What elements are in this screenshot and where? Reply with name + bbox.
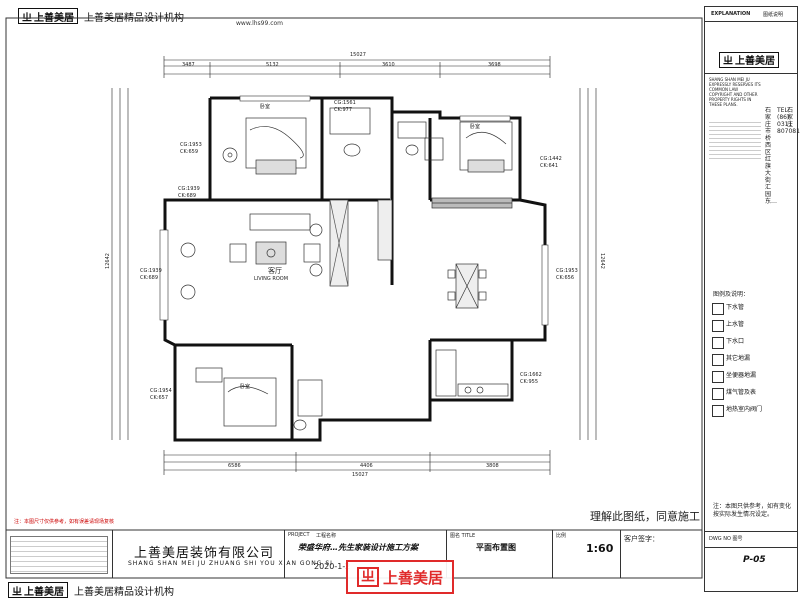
dim-top-total: 15027 [350, 52, 366, 58]
logo-glyph-icon: ㄓ [12, 586, 22, 598]
bedroom-tr-furniture [431, 121, 513, 209]
legend-swatch-icon [712, 371, 724, 383]
dim-top-2: 5132 [266, 62, 279, 68]
company-pinyin: SHANG SHAN MEI JU ZHUANG SHI YOU XIAN GO… [128, 560, 333, 567]
footer-org: 上善美居精品设计机构 [74, 586, 174, 598]
living-room-furniture [180, 213, 323, 300]
bedroom-tl-furniture [222, 117, 307, 175]
side-vertical-tel: TEL：(86) 0311 80708114 [777, 107, 800, 135]
dims-bottom [163, 450, 551, 475]
bedroom-bl-furniture [195, 367, 277, 427]
plan-label: 图名 TITLE [450, 533, 476, 539]
bath-kitchen-bottom [293, 349, 509, 431]
legend-item: 其它地漏 [712, 354, 792, 366]
agree-text: 理解此图纸，同意施工 [590, 510, 700, 523]
legend-swatch-icon [712, 303, 724, 315]
side-desc: SHANG SHAN MEI JU EXPRESSLY RESERVES ITS… [709, 77, 761, 107]
fine-print-icon [10, 536, 108, 574]
page-label: DWG NO 图号 [709, 536, 743, 542]
footer-logo-text: 上善美居 [24, 586, 64, 598]
legend-swatch-icon [712, 388, 724, 400]
logo-glyph-icon: ㄓ [723, 56, 733, 67]
legend-swatch-icon [712, 405, 724, 417]
footer-logo: ㄓ 上善美居 [8, 582, 68, 598]
dim-bottom-2: 4406 [360, 463, 373, 469]
legend-swatch-icon [712, 320, 724, 332]
project-name: 荣盛华府…先生家装设计施工方案 [298, 543, 418, 552]
legend-item: 下水管 [712, 303, 792, 315]
project-label: PROJECT [288, 532, 310, 538]
legend-swatch-icon [712, 354, 724, 366]
header-url: www.lhs99.com [236, 20, 284, 27]
note-text: 注：本图尺寸仅供参考，如有误差请现场复核 [14, 519, 115, 525]
scale-label: 比例 [556, 533, 567, 539]
dim-right-total: 12642 [598, 253, 605, 269]
legend-swatch-icon [712, 337, 724, 349]
legend-title: 图例及说明： [713, 291, 750, 298]
bath-top-furniture [329, 107, 444, 161]
legend-item: 坐便器地漏 [712, 371, 792, 383]
title-block-left [6, 530, 113, 578]
dining-furniture [447, 263, 487, 309]
legend-item: 下水口 [712, 337, 792, 349]
side-note: 注：本图只供参考，如有变化按实际发生情况设定。 [713, 503, 792, 518]
title-block: 上善美居装饰有限公司 SHANG SHAN MEI JU ZHUANG SHI … [6, 530, 702, 578]
watermark-stamp: ㄓ 上善美居 [346, 560, 454, 594]
legend-item: 上水管 [712, 320, 792, 332]
side-title-sub: 图纸说明 [763, 12, 784, 18]
project-sub: 工程名称 [316, 533, 337, 539]
side-vertical-city: 石家庄 [787, 107, 794, 128]
dim-top-3: 3610 [382, 62, 395, 68]
footer-bar: ㄓ 上善美居 上善美居精品设计机构 [8, 582, 174, 598]
dim-bottom-3: 3808 [486, 463, 499, 469]
legend-item: 地热室内阀门 [712, 405, 792, 417]
room-label: 卧室 [240, 384, 251, 390]
stamp-text: 上善美居 [382, 568, 443, 587]
side-panel: EXPLANATION 图纸说明 ㄓ上善美居 SHANG SHAN MEI JU… [704, 6, 800, 592]
side-logo: ㄓ上善美居 [719, 49, 779, 68]
room-sublabel: LIVING ROOM [254, 276, 289, 282]
windows [159, 95, 549, 326]
date-text: 2020-1-2 [314, 562, 351, 571]
stamp-glyph-icon: ㄓ [356, 567, 379, 587]
dims-top [163, 56, 551, 78]
room-label: 客厅 [268, 267, 282, 275]
fine-print-icon [709, 119, 761, 161]
page-number: P-05 [743, 555, 766, 565]
scale-value: 1:60 [586, 542, 614, 555]
walls [163, 96, 547, 442]
dims-sides [111, 88, 597, 440]
side-logo-box: ㄓ上善美居 [719, 51, 779, 68]
side-title: EXPLANATION [711, 11, 751, 17]
client-label: 客户签字： [624, 535, 659, 543]
dim-bottom-1: 6586 [228, 463, 241, 469]
dim-left-total: 12642 [104, 253, 111, 269]
room-label: 卧室 [260, 104, 271, 110]
side-vertical-address: 石家庄市桥西区红旗大街汇园东… [765, 107, 778, 205]
dim-top-1: 3487 [182, 62, 195, 68]
room-label: 卧室 [470, 124, 481, 130]
company-name: 上善美居装饰有限公司 [134, 546, 275, 561]
plan-name: 平面布置图 [476, 543, 516, 552]
legend-item: 煤气管及表 [712, 388, 792, 400]
dim-top-4: 3698 [488, 62, 501, 68]
wardrobes [329, 199, 393, 287]
dim-bottom-total: 15027 [352, 472, 368, 478]
